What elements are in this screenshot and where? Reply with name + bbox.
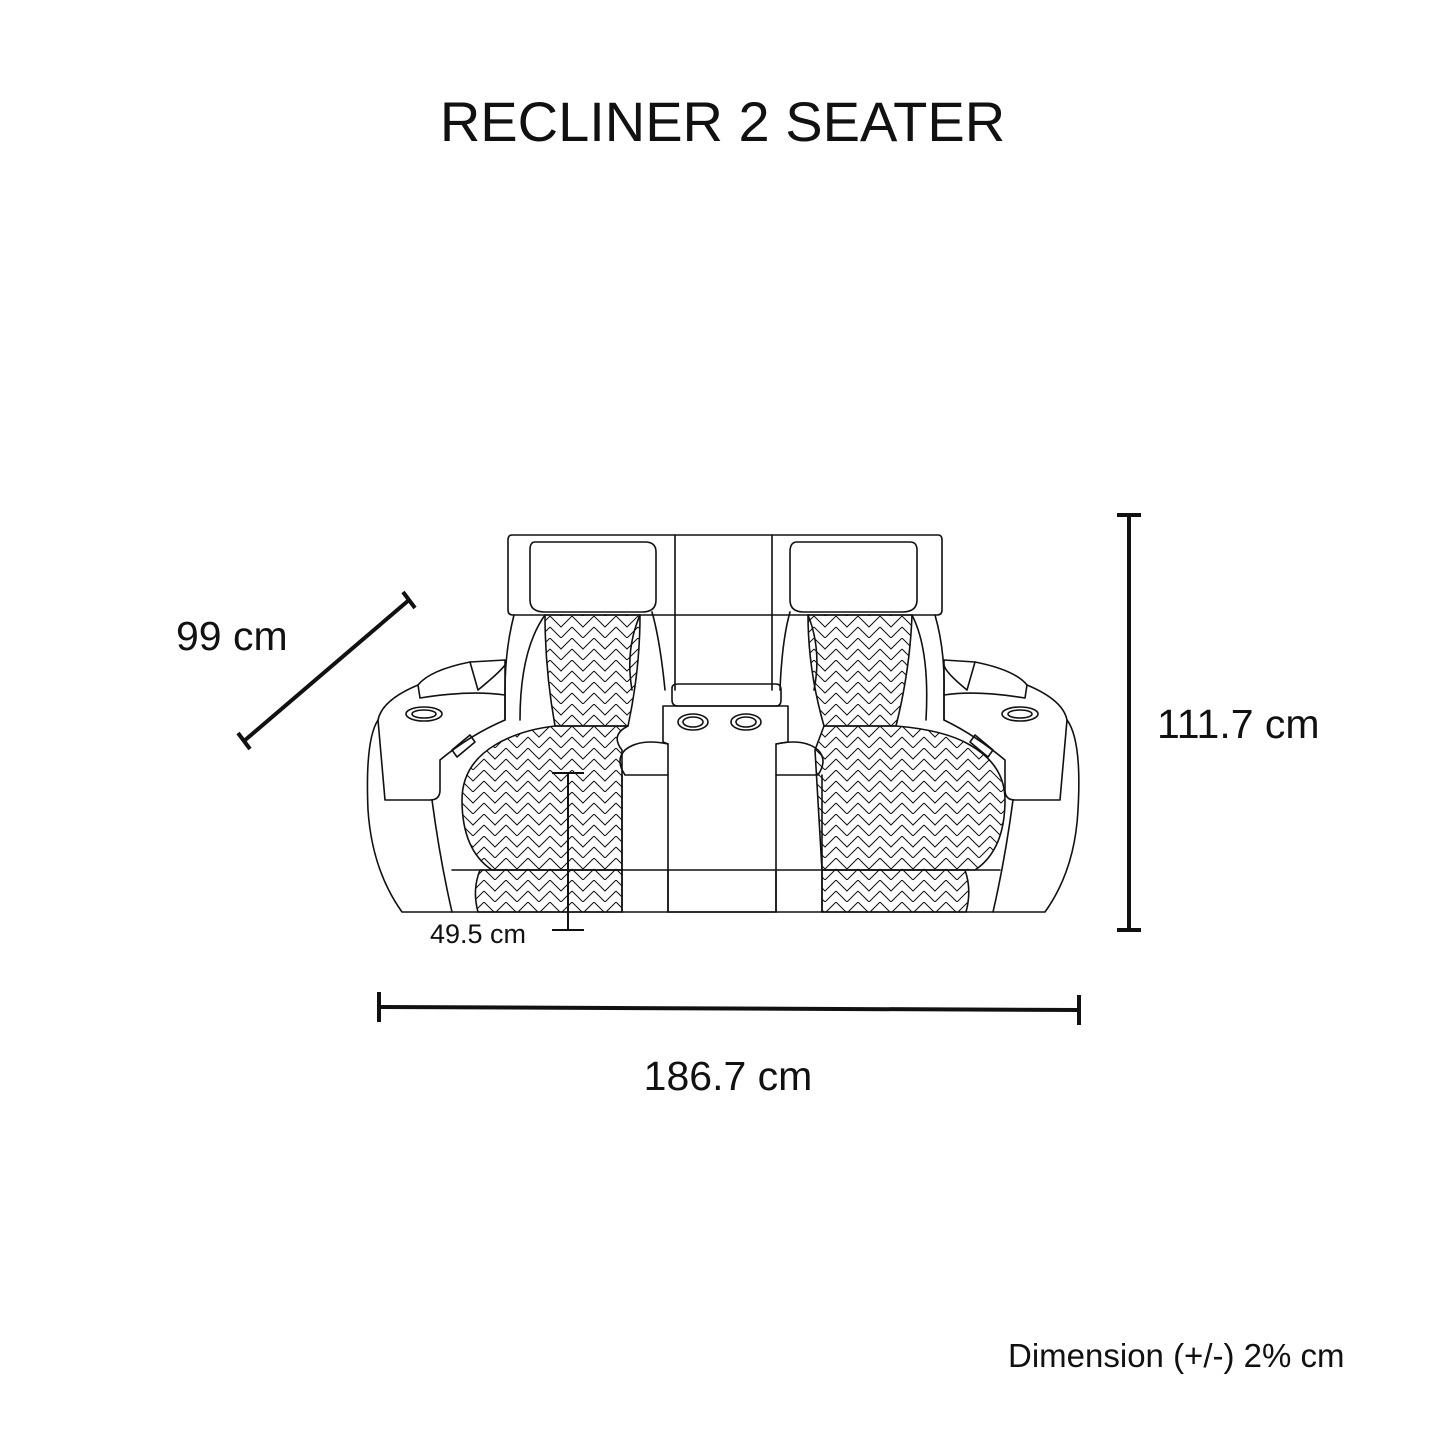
width-dimension-line [377,992,1081,1025]
left-footrest [474,869,623,913]
width-label: 186.7 cm [643,1053,813,1099]
tolerance-note: Dimension (+/-) 2% cm [1008,1337,1345,1374]
left-arm [377,659,506,801]
right-headrest [789,541,918,613]
page-title: RECLINER 2 SEATER [439,90,1006,153]
depth-dimension-line [236,590,417,751]
right-cup [1001,706,1039,722]
cup-holder-left [677,713,709,731]
console-top [671,683,782,707]
left-seat-cushion [461,725,629,871]
height-label: 111.7 cm [1157,701,1320,747]
seat-height-label: 49.5 cm [430,919,527,949]
console-body [662,705,789,913]
right-footrest [821,869,970,913]
center-console-top [674,534,773,691]
right-arm [943,659,1068,801]
left-headrest [529,541,657,613]
cup-holder-right [730,713,762,731]
seat-height-dimension-line [552,772,584,931]
depth-label: 99 cm [176,613,288,659]
right-seat-cushion [814,725,1006,871]
left-back-cushion [544,614,641,727]
right-back-cushion [807,614,913,727]
left-controls [451,734,476,758]
height-dimension-line [1117,513,1141,932]
backrest-frame [507,534,943,616]
right-controls [969,734,994,758]
left-cup [405,706,443,722]
